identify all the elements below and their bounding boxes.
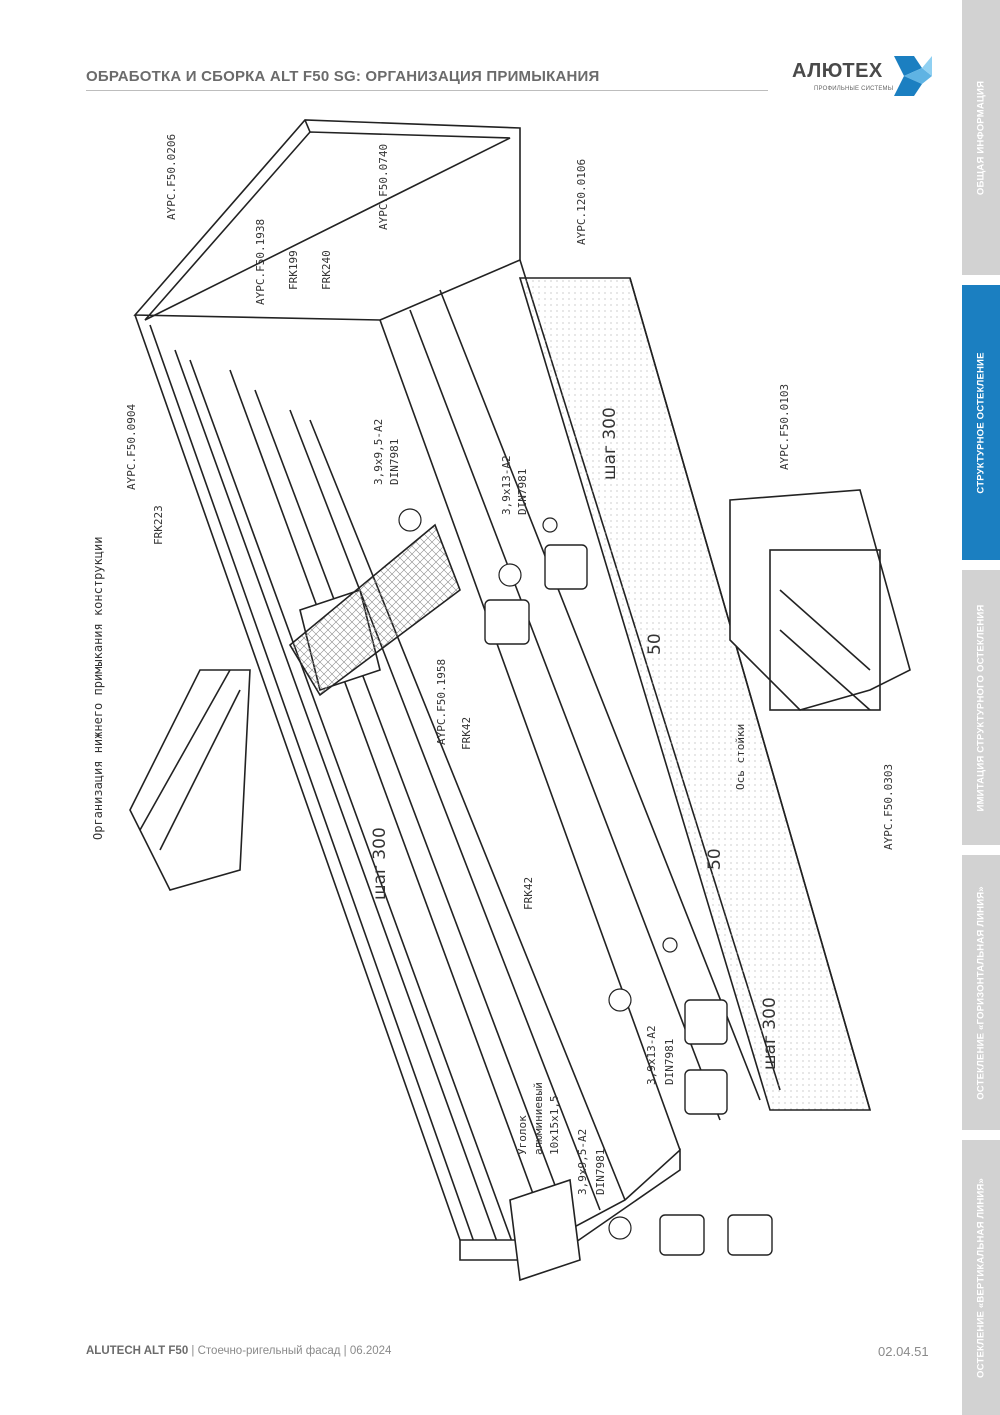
section-sidebar: ОБЩАЯ ИНФОРМАЦИЯ СТРУКТУРНОЕ ОСТЕКЛЕНИЕ …: [962, 0, 1000, 1415]
label-corner-3: 10x15x1,5: [548, 1095, 561, 1155]
label-aypc-f50-0303: AYPC.F50.0303: [882, 764, 895, 850]
label-screw-3-9x13-b: 3,9x13-A2: [645, 1025, 658, 1085]
label-din7981-a: DIN7981: [388, 439, 401, 485]
label-corner-1: Уголок: [516, 1115, 529, 1155]
profiles-linework: [129, 119, 911, 1282]
label-aypc-f50-0740: AYPC.F50.0740: [377, 144, 390, 230]
label-aypc-f50-0904: AYPC.F50.0904: [125, 404, 138, 490]
hand-point-icon: [659, 1214, 705, 1256]
footer-brand: ALUTECH ALT F50: [86, 1345, 189, 1357]
tab-structural-glazing[interactable]: СТРУКТУРНОЕ ОСТЕКЛЕНИЕ: [962, 285, 1000, 560]
label-screw-3-9x13-a: 3,9x13-A2: [500, 455, 513, 515]
label-aypc-f50-0103: AYPC.F50.0103: [778, 384, 791, 470]
dim-50-b: 50: [705, 848, 725, 870]
label-frk199: FRK199: [287, 250, 300, 290]
tab-general-info[interactable]: ОБЩАЯ ИНФОРМАЦИЯ: [962, 0, 1000, 275]
tab-imitation-structural[interactable]: ИМИТАЦИЯ СТРУКТУРНОГО ОСТЕКЛЕНИЯ: [962, 570, 1000, 845]
dim-50-a: 50: [645, 633, 665, 655]
dimension-labels: шаг 300 шаг 300 шаг 300 50 50: [370, 407, 780, 1070]
logo-text: АЛЮТЕХ: [792, 60, 883, 82]
label-screw-3-9x9-5-b: 3,9x9,5-A2: [576, 1129, 589, 1195]
tool-icons: [484, 544, 773, 1256]
part-labels: AYPC.F50.0206 AYPC.F50.1938 FRK199 FRK24…: [125, 134, 895, 1195]
screws: [398, 508, 678, 1240]
page-number: 02.04.51: [878, 1344, 929, 1359]
logo-mark-icon: [894, 56, 932, 96]
screwdriver-icon: [544, 544, 588, 590]
dim-step-300-left: шаг 300: [370, 827, 390, 900]
label-aypc-f50-1958: AYPC.F50.1958: [435, 659, 448, 745]
drawing-caption: Организация нижнего примыкания конструкц…: [91, 537, 105, 840]
footer-info: ALUTECH ALT F50 | Стоечно-ригельный фаса…: [86, 1345, 391, 1357]
drill-icon-2: [727, 1214, 773, 1256]
title-divider: [86, 90, 768, 91]
label-din7981-d: DIN7981: [594, 1149, 607, 1195]
hand-press-icon-2: [684, 999, 728, 1045]
label-corner-2: алюминиевый: [532, 1082, 545, 1155]
label-frk240: FRK240: [320, 250, 333, 290]
dim-step-300-top: шаг 300: [600, 407, 620, 480]
label-aypc-120-0106: AYPC.120.0106: [575, 159, 588, 245]
label-aypc-f50-1938: AYPC.F50.1938: [254, 219, 267, 305]
dim-step-300-right: шаг 300: [760, 997, 780, 1070]
logo: АЛЮТЕХ ПРОФИЛЬНЫЕ СИСТЕМЫ: [792, 54, 942, 100]
tab-horizontal-line[interactable]: ОСТЕКЛЕНИЕ «ГОРИЗОНТАЛЬНАЯ ЛИНИЯ»: [962, 855, 1000, 1130]
logo-subtitle: ПРОФИЛЬНЫЕ СИСТЕМЫ: [814, 86, 894, 92]
label-din7981-b: DIN7981: [516, 469, 529, 515]
label-frk42-a: FRK42: [460, 717, 473, 750]
label-aypc-f50-0206: AYPC.F50.0206: [165, 134, 178, 220]
hand-press-icon: [484, 599, 530, 645]
label-column-axis: Ось стойки: [734, 724, 747, 790]
page-title: ОБРАБОТКА И СБОРКА ALT F50 SG: ОРГАНИЗАЦ…: [86, 68, 600, 85]
assembly-drawing: AYPC.F50.0206 AYPC.F50.1938 FRK199 FRK24…: [91, 119, 911, 1282]
footer-description: | Стоечно-ригельный фасад | 06.2024: [188, 1345, 392, 1357]
tab-vertical-line[interactable]: ОСТЕКЛЕНИЕ «ВЕРТИКАЛЬНАЯ ЛИНИЯ»: [962, 1140, 1000, 1415]
label-frk42-b: FRK42: [522, 877, 535, 910]
label-screw-3-9x9-5-a: 3,9x9,5-A2: [372, 419, 385, 485]
label-din7981-c: DIN7981: [663, 1039, 676, 1085]
label-frk223: FRK223: [152, 505, 165, 545]
drill-icon: [684, 1069, 728, 1115]
